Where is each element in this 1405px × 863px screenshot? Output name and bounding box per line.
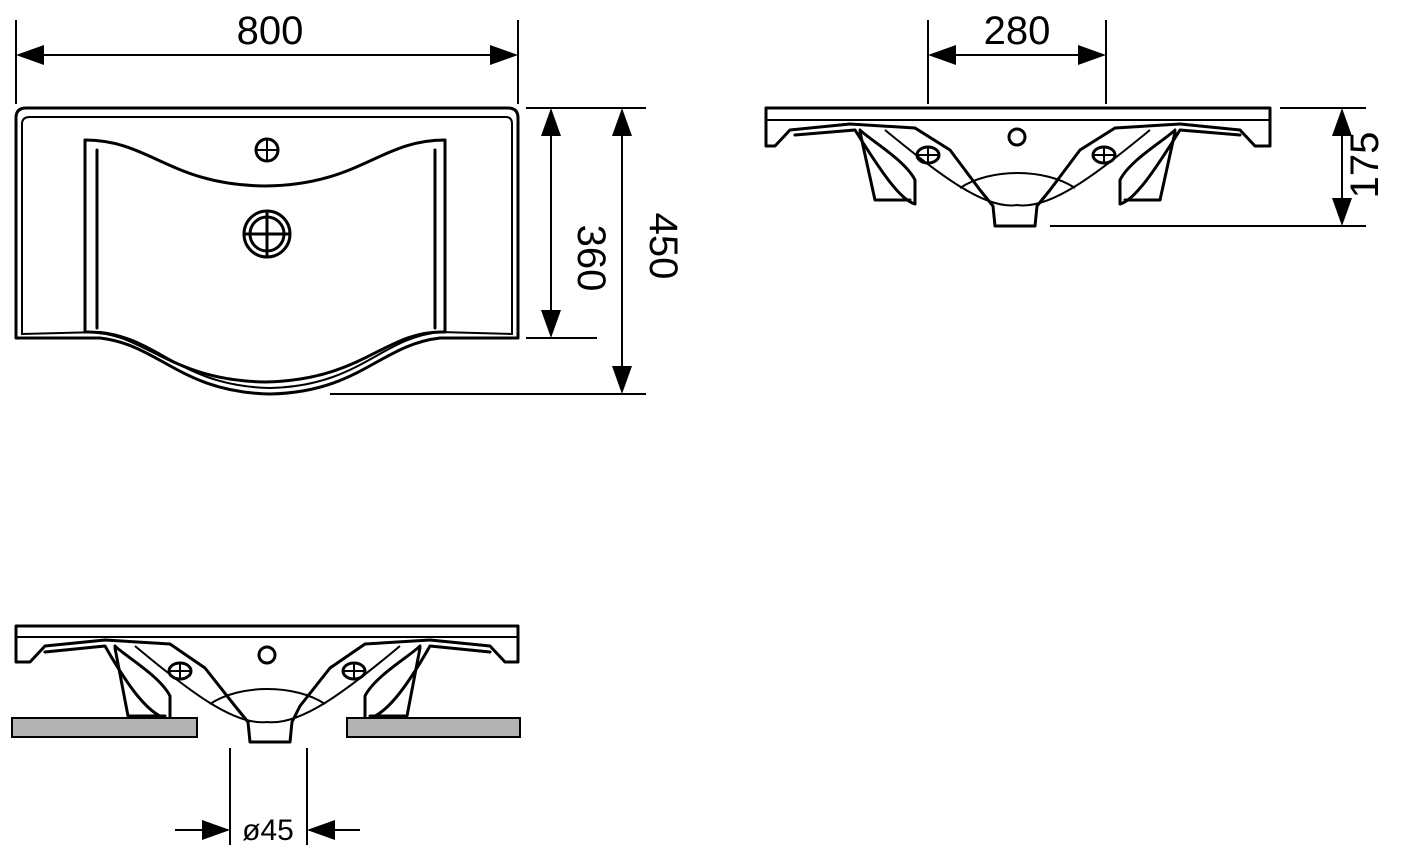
dimension-bowl-depth: 360 xyxy=(526,107,613,339)
side-view-left-support xyxy=(793,128,917,206)
dimension-height: 175 xyxy=(1050,107,1387,227)
dimension-drain-diameter: ø45 xyxy=(175,748,360,847)
bolt-icon xyxy=(915,145,941,165)
top-view-bowl-outline xyxy=(83,138,447,384)
side-view-right-support xyxy=(1118,128,1242,206)
side-view-rim xyxy=(764,106,1272,228)
dimension-drain-offset-label: 280 xyxy=(984,9,1051,53)
side-view-bowl-curve xyxy=(884,129,1151,207)
bolt-icon xyxy=(341,661,367,681)
bolt-icon xyxy=(167,661,193,681)
dimension-drain-diameter-label: ø45 xyxy=(242,814,294,847)
countertop-left xyxy=(11,717,198,738)
front-view-tap-hole xyxy=(257,645,277,665)
bolt-icon xyxy=(1091,145,1117,165)
dimension-bowl-depth-label: 360 xyxy=(569,225,613,292)
side-view: 280 175 xyxy=(764,9,1387,228)
dimension-width-label: 800 xyxy=(237,9,304,53)
front-view-bowl-curve xyxy=(134,645,401,724)
side-view-tap-hole xyxy=(1007,127,1027,147)
countertop-right xyxy=(346,717,521,738)
front-view-rim xyxy=(14,624,520,744)
dimension-drain-offset: 280 xyxy=(927,9,1107,104)
dimension-overall-depth-label: 450 xyxy=(641,213,685,280)
tap-hole-icon xyxy=(254,137,280,163)
side-view-bowl-bottom xyxy=(959,172,1076,189)
front-view-right-support xyxy=(363,644,492,722)
top-view-outer-outline xyxy=(14,106,520,396)
top-view: 800 360 450 xyxy=(14,9,685,396)
front-view-bowl-bottom xyxy=(209,688,326,705)
dimension-width: 800 xyxy=(15,9,519,104)
dimension-height-label: 175 xyxy=(1343,132,1387,199)
drain-icon xyxy=(242,209,292,259)
front-view-left-support xyxy=(43,644,172,722)
front-view: ø45 xyxy=(11,624,521,847)
dimension-overall-depth: 450 xyxy=(330,107,685,395)
